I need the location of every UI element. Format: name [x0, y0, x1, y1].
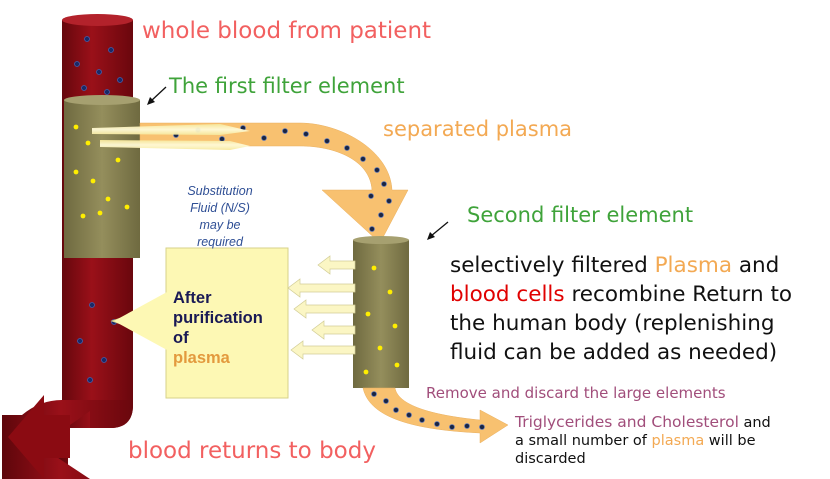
first-filter-jets [92, 124, 250, 150]
returns-label: blood returns to body [128, 438, 376, 464]
first-filter [64, 100, 140, 258]
second-filter-dots [363, 265, 400, 375]
return-arrow-point [8, 395, 70, 479]
discard-flow-cells [371, 391, 485, 430]
second-filter-label: Second filter element [467, 203, 694, 227]
discard-text: Triglycerides and Cholesterol and a smal… [515, 413, 771, 467]
pointer-arrows [147, 86, 449, 240]
second-filter [353, 240, 409, 388]
separated-plasma-label: separated plasma [383, 117, 573, 141]
remove-label: Remove and discard the large elements [426, 384, 726, 402]
second-filter-top [353, 236, 409, 244]
purification-box [165, 247, 289, 399]
first-filter-label: The first filter element [169, 74, 405, 98]
recombine-text: selectively filtered Plasma and blood ce… [450, 253, 793, 365]
discard-flow [362, 387, 509, 444]
first-filter-top [64, 95, 140, 105]
substitution-fluid-note: Substitution Fluid (N/S) may be required [187, 184, 253, 249]
purification-label: After purification of plasma [173, 289, 263, 367]
blood-cells [74, 36, 123, 383]
purification-arrow-mask [114, 292, 167, 350]
return-jets [287, 255, 356, 360]
first-filter-dots [73, 124, 130, 219]
blood-tube-top [62, 14, 133, 26]
whole-blood-label: whole blood from patient [142, 18, 432, 44]
